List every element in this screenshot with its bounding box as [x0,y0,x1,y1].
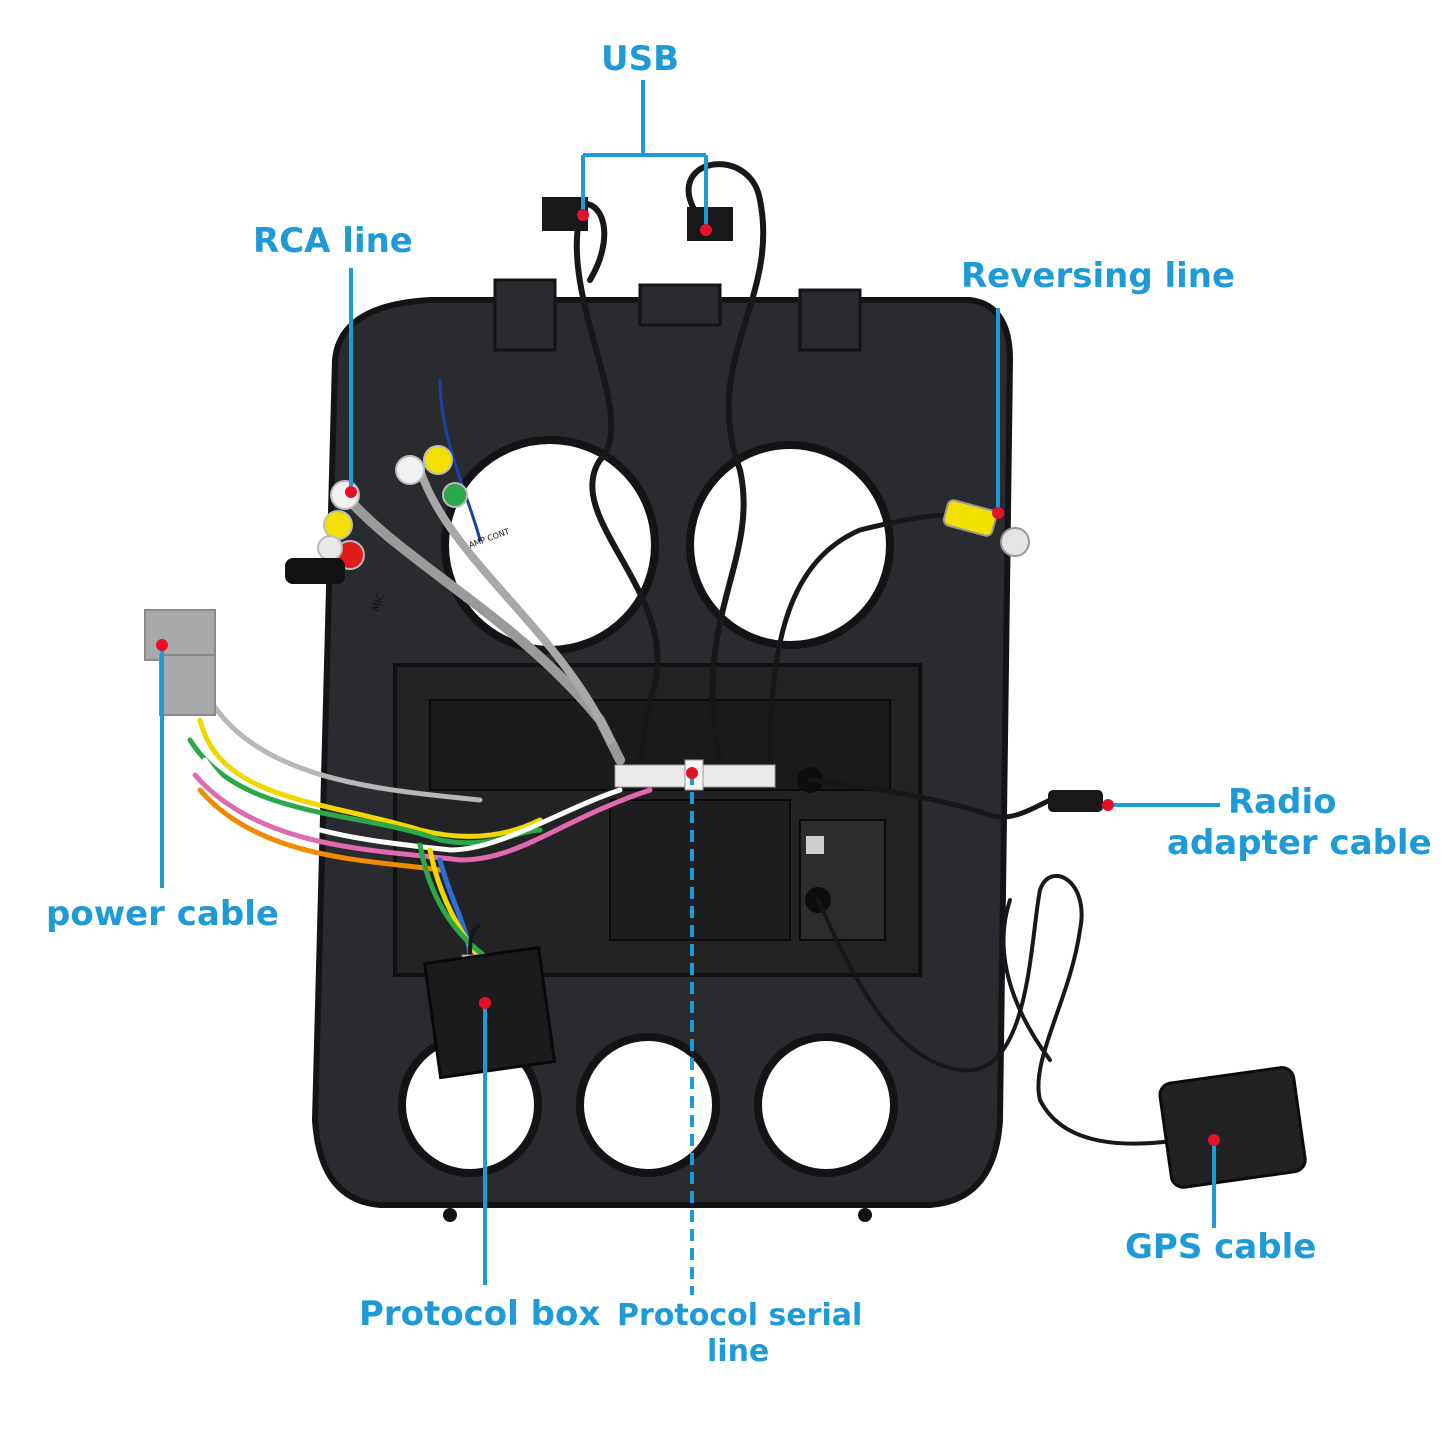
usb-dot-left [577,209,589,221]
upper-right-cutout [686,441,894,649]
gps-dot [1208,1134,1220,1146]
lower-center-cutout [576,1033,720,1177]
gps-cable-label: GPS cable [1125,1227,1317,1267]
protocol-box-label: Protocol box [359,1294,601,1334]
rca-bundle: MIC AMP CONT [285,378,625,765]
protocol-serial-label-line2: line [707,1334,770,1369]
usb-label: USB [601,39,680,79]
protocol-serial-label-line1: Protocol serial [617,1298,863,1333]
rca-line-label: RCA line [253,221,413,261]
radio-adapter-dot [1102,799,1114,811]
power-dot [156,639,168,651]
leader-lines [160,80,1220,1295]
protocol-box-dot [479,997,491,1009]
target-dots [156,209,1220,1146]
rca-dot [345,486,357,498]
usb-cables [542,161,767,763]
reversing-line-label: Reversing line [961,256,1236,296]
reversing-dot [992,507,1004,519]
lower-right-cutout [754,1033,898,1177]
protocol-serial-dot [686,767,698,779]
gps-antenna [1158,1066,1307,1189]
power-harness [144,609,653,963]
protocol-box [422,923,557,1080]
usb-dot-right [700,224,712,236]
gps-cable [816,873,1307,1189]
power-cable-label: power cable [46,894,279,934]
reversing-cable [767,499,1030,763]
dash-bezel [311,278,1014,1222]
radio-adapter-label-line1: Radio [1228,782,1337,822]
radio-adapter-cable [807,777,1103,820]
radio-adapter-label-line2: adapter cable [1167,823,1432,863]
